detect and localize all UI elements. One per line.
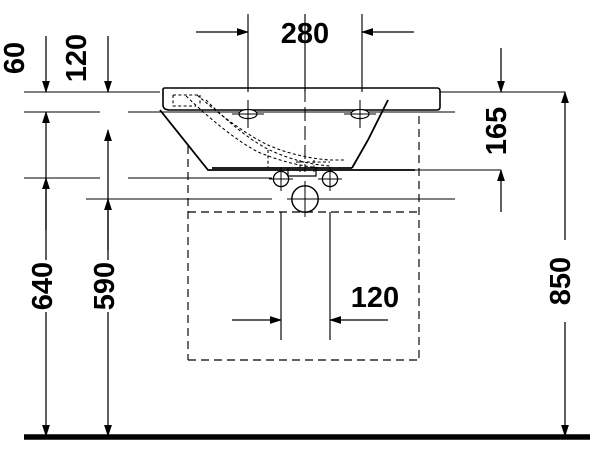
basin-outline bbox=[159, 87, 441, 177]
dimension-label-280: 280 bbox=[281, 18, 329, 50]
dimension-280 bbox=[196, 14, 414, 92]
dimension-label-120-centre: 120 bbox=[351, 282, 399, 314]
tap-hole-left bbox=[232, 100, 264, 128]
overflow-hole-left bbox=[269, 167, 293, 191]
dimension-label-850: 850 bbox=[545, 257, 577, 305]
dimension-120-centre bbox=[232, 212, 388, 340]
dimension-label-120-top: 120 bbox=[61, 34, 93, 82]
dimension-label-640: 640 bbox=[27, 262, 59, 310]
tap-hole-right bbox=[344, 100, 376, 128]
overflow-hole-right bbox=[318, 167, 342, 191]
dimension-label-590: 590 bbox=[89, 262, 121, 310]
dimension-label-60: 60 bbox=[0, 42, 31, 74]
basin-hidden-contour bbox=[172, 94, 345, 172]
cabinet-outline-dashed bbox=[187, 116, 420, 361]
dimension-label-165: 165 bbox=[481, 107, 513, 155]
